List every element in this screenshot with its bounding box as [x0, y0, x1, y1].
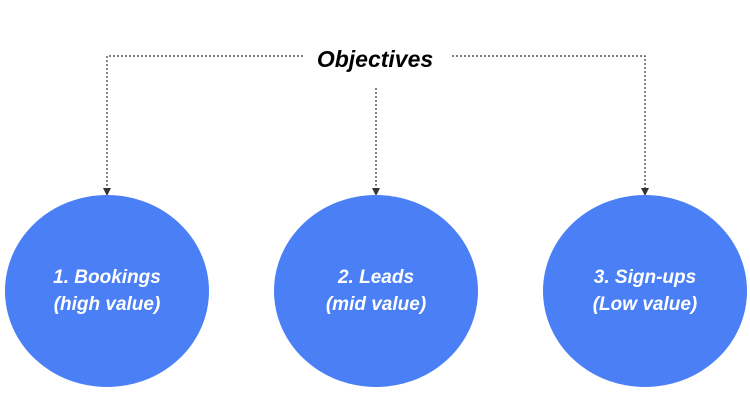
diagram-title: Objectives — [316, 46, 434, 72]
objective-node-bookings: 1. Bookings (high value) — [5, 195, 209, 387]
objective-node-value: (Low value) — [592, 294, 698, 315]
objective-node-value: (mid value) — [325, 294, 427, 315]
objective-node-label: 2. Leads — [337, 267, 415, 288]
objective-node-leads: 2. Leads (mid value) — [274, 195, 478, 387]
connector-left — [103, 55, 303, 196]
objective-node-signups: 3. Sign-ups (Low value) — [543, 195, 747, 387]
objective-node-value: (high value) — [53, 294, 161, 315]
objective-node-label: 3. Sign-ups — [593, 267, 697, 288]
connector-right — [452, 55, 649, 196]
objective-node-label: 1. Bookings — [53, 267, 161, 288]
